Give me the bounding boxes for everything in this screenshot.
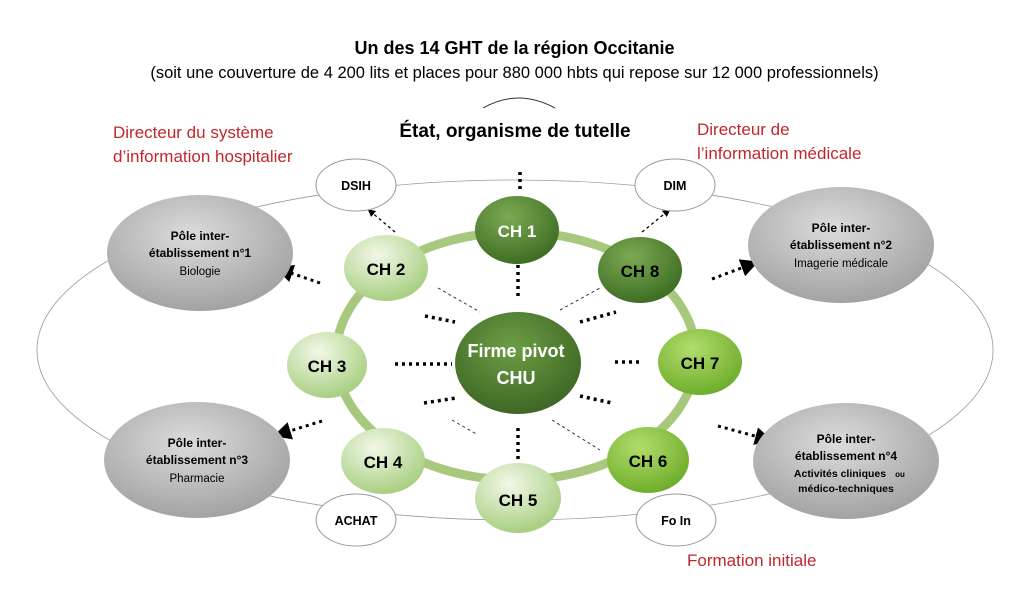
thin-links [437, 287, 601, 451]
pole-4-line4: médico-techniques [798, 483, 894, 495]
pole-2-line3: Imagerie médicale [794, 258, 888, 270]
pole-3-line1: Pôle inter- [168, 436, 227, 450]
dsih-label: DSIH [341, 179, 371, 193]
pole-4-line1: Pôle inter- [817, 432, 876, 446]
foin-annotation: Formation initiale [687, 551, 817, 570]
hospital-8 [598, 237, 682, 303]
dim-ellipse [634, 158, 716, 212]
pole-3-line2: établissement n°3 [146, 453, 248, 467]
foin-label: Fo In [661, 514, 691, 528]
hospital-1 [475, 196, 559, 264]
dim-label: DIM [664, 179, 687, 193]
achat-label: ACHAT [335, 514, 378, 528]
dim-annotation-line2: l’information médicale [697, 144, 862, 163]
pole-4-ellipse [753, 403, 939, 519]
dim-annotation-line1: Directeur de [697, 120, 790, 139]
pole-3-line3: Pharmacie [170, 473, 225, 485]
achat-ellipse [315, 493, 397, 547]
pole-2-ellipse [748, 187, 934, 303]
pole-1-line2: établissement n°1 [149, 246, 251, 260]
hospital-4 [341, 428, 425, 494]
hospital-4-label: CH 4 [364, 453, 403, 472]
center-label-1: Firme pivot [467, 341, 564, 361]
hospital-7-label: CH 7 [681, 354, 720, 373]
page-title: Un des 14 GHT de la région Occitanie [354, 38, 675, 58]
pole-1-line1: Pôle inter- [171, 229, 230, 243]
arrow-dsih [367, 208, 396, 233]
hospital-2 [344, 235, 428, 301]
hospital-6 [607, 427, 689, 493]
pole-2-line2: établissement n°2 [790, 238, 892, 252]
pole-1-ellipse [107, 195, 293, 311]
hospital-5-label: CH 5 [499, 491, 538, 510]
dsih-annotation-line1: Directeur du système [113, 123, 274, 142]
tutelle-arc [482, 97, 556, 109]
pole-arrows [273, 259, 773, 445]
dsih-annotation-line2: d’information hospitalier [113, 147, 293, 166]
hospital-6-label: CH 6 [629, 452, 668, 471]
tutelle-label: État, organisme de tutelle [399, 121, 631, 142]
hospital-8-label: CH 8 [621, 262, 660, 281]
center-label-2: CHU [497, 368, 536, 388]
hospital-3-label: CH 3 [308, 357, 347, 376]
pole-1-line3: Biologie [180, 266, 221, 278]
dsih-ellipse [315, 158, 397, 212]
hospital-3 [287, 332, 367, 398]
pole-4-line2: établissement n°4 [795, 449, 897, 463]
dsih-annotation: Directeur du système d’information hospi… [113, 121, 293, 169]
dim-annotation: Directeur de l’information médicale [697, 118, 861, 166]
hospital-2-label: CH 2 [367, 260, 406, 279]
hospital-links [395, 258, 640, 468]
pole-4-line3a: Activités cliniques [794, 468, 886, 480]
page-subtitle: (soit une couverture de 4 200 lits et pl… [150, 64, 879, 82]
center-chu [455, 312, 581, 414]
hospital-7 [658, 329, 742, 395]
pole-3-ellipse [104, 402, 290, 518]
hospital-1-label: CH 1 [498, 222, 537, 241]
arrow-dim [641, 209, 671, 233]
pole-2-line1: Pôle inter- [812, 221, 871, 235]
pole-4-line3b: ou [895, 470, 905, 479]
hospital-5 [475, 463, 561, 533]
foin-ellipse [635, 493, 717, 547]
